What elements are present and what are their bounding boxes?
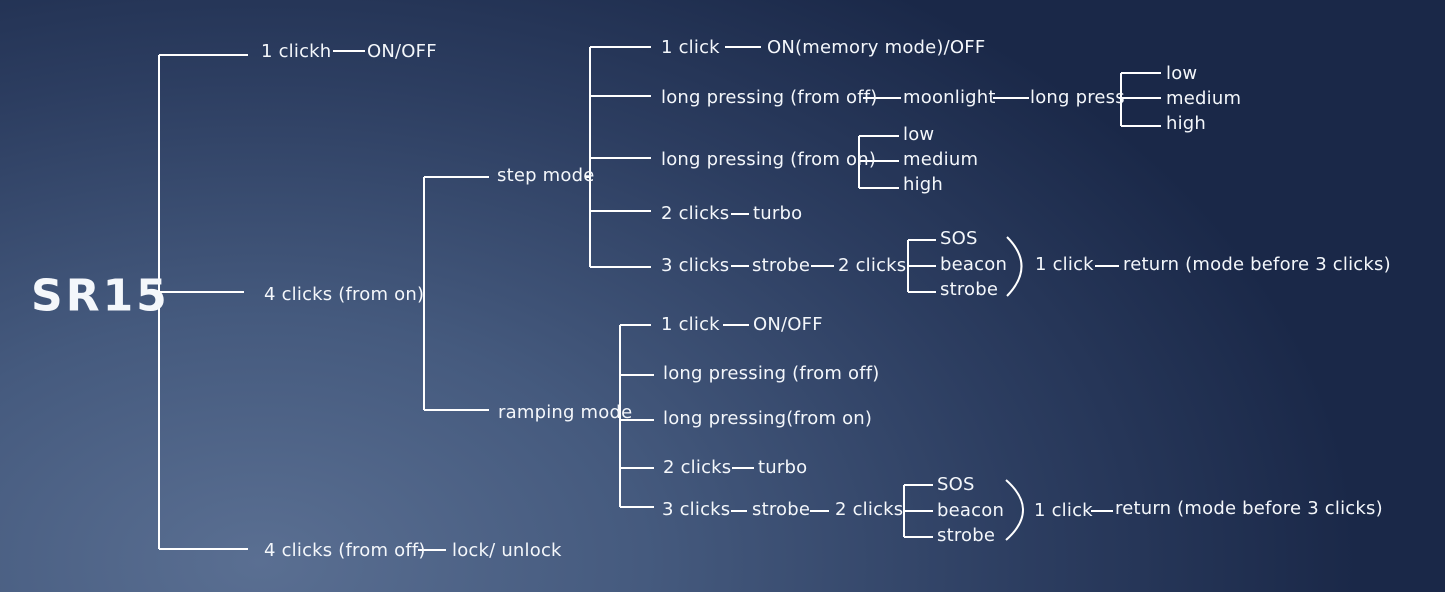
ramp-return-text: return (mode before 3 clicks) — [1115, 498, 1383, 519]
root-click1-result: ON/OFF — [367, 41, 437, 62]
ramp-return-click-label: 1 click — [1034, 500, 1093, 521]
step-mode-label: step mode — [497, 165, 595, 186]
on-level-low: low — [903, 124, 935, 145]
root-4clicks-off-result: lock/ unlock — [452, 540, 562, 561]
on-level-high: high — [903, 174, 944, 195]
step-click1-label: 1 click — [661, 37, 720, 58]
step-2clicks-label: 2 clicks — [661, 203, 730, 224]
root-4clicks-on-label: 4 clicks (from on) — [264, 284, 425, 305]
ramp-long-on-label: long pressing(from on) — [663, 408, 873, 429]
step-moonlight-label: moonlight — [903, 87, 996, 108]
ramp-3clicks-label: 3 clicks — [662, 499, 731, 520]
step-special-sos: SOS — [940, 228, 978, 249]
ramp-special-paren — [1005, 479, 1024, 541]
step-sub-2clicks-label: 2 clicks — [838, 255, 907, 276]
moon-level-high: high — [1166, 113, 1207, 134]
step-long-on-label: long pressing (from on) — [661, 149, 877, 170]
moon-level-low: low — [1166, 63, 1198, 84]
step-long-off-label: long pressing (from off) — [661, 87, 878, 108]
step-return-text: return (mode before 3 clicks) — [1123, 254, 1391, 275]
step-special-paren — [1006, 236, 1023, 297]
step-click1-result: ON(memory mode)/OFF — [767, 37, 986, 58]
ramp-2clicks-label: 2 clicks — [663, 457, 732, 478]
on-level-medium: medium — [903, 149, 979, 170]
moon-level-medium: medium — [1166, 88, 1242, 109]
step-long-press-label: long press — [1030, 87, 1125, 108]
ramp-click1-result: ON/OFF — [753, 314, 823, 335]
ramp-special-beacon: beacon — [937, 500, 1005, 521]
ramp-long-off-label: long pressing (from off) — [663, 363, 880, 384]
ramp-sub-2clicks-label: 2 clicks — [835, 499, 904, 520]
step-return-click-label: 1 click — [1035, 254, 1094, 275]
ramp-special-strobe: strobe — [937, 525, 996, 546]
step-turbo-label: turbo — [753, 203, 803, 224]
root-4clicks-off-label: 4 clicks (from off) — [264, 540, 426, 561]
ramping-mode-label: ramping mode — [498, 402, 633, 423]
ramp-click1-label: 1 click — [661, 314, 720, 335]
root-click1-label: 1 clickh — [261, 41, 332, 62]
step-3clicks-label: 3 clicks — [661, 255, 730, 276]
ramp-special-sos: SOS — [937, 474, 975, 495]
ramp-strobe-label: strobe — [752, 499, 811, 520]
step-special-beacon: beacon — [940, 254, 1008, 275]
step-strobe-label: strobe — [752, 255, 811, 276]
product-title: SR15 — [31, 270, 170, 322]
ramp-turbo-label: turbo — [758, 457, 808, 478]
step-special-strobe: strobe — [940, 279, 999, 300]
